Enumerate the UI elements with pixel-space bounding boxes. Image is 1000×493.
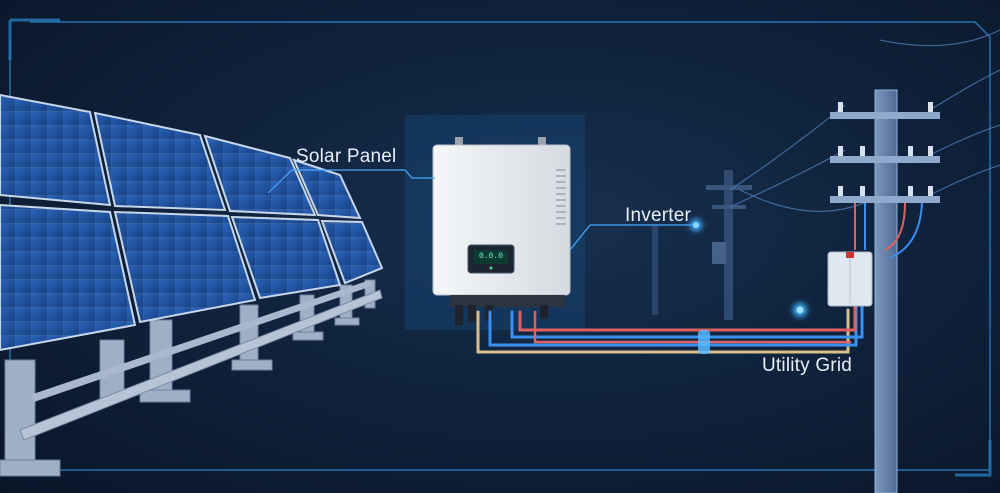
callout-dots [690, 219, 807, 317]
junction-box [827, 251, 873, 307]
utility-pole [830, 89, 940, 493]
inverter-unit [432, 137, 571, 325]
solar-panel-array [0, 93, 384, 477]
distant-utility-pole [652, 170, 752, 320]
inverter-display-readout: 0.0.0 [478, 252, 503, 261]
solar-panel-label: Solar Panel [296, 146, 397, 167]
overhead-wires [729, 29, 1000, 212]
callout-lines [267, 169, 696, 251]
cables [476, 298, 864, 354]
inverter-label: Inverter [625, 205, 692, 226]
utility-grid-label: Utility Grid [762, 355, 853, 376]
